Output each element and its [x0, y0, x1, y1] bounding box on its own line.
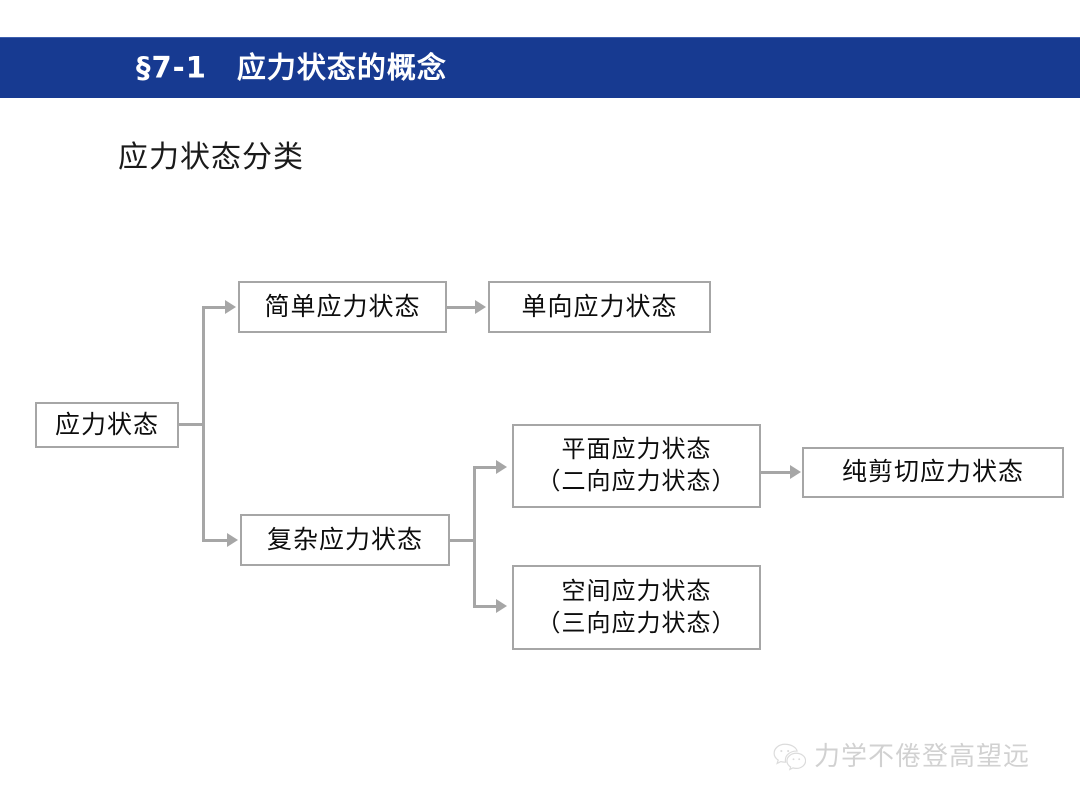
- edge-complex-to-spatial: [473, 605, 497, 608]
- arrowhead-plane-to-pure-shear: [790, 465, 801, 479]
- node-complex-stress-state[interactable]: 复杂应力状态: [240, 514, 450, 566]
- watermark-text: 力学不倦登高望远: [814, 742, 1031, 772]
- edge-complex-to-plane: [473, 466, 497, 469]
- node-uniaxial-stress-state[interactable]: 单向应力状态: [488, 281, 711, 333]
- page-title: §7-1 应力状态的概念: [136, 50, 447, 84]
- node-root[interactable]: 应力状态: [35, 402, 179, 448]
- edge-root-stub: [179, 423, 205, 426]
- arrowhead-complex-to-spatial: [496, 599, 507, 613]
- node-spatial-stress-state[interactable]: 空间应力状态 （三向应力状态）: [512, 565, 761, 650]
- edge-root-to-complex: [202, 539, 228, 542]
- arrowhead-root-to-complex: [227, 533, 238, 547]
- arrowhead-root-to-simple: [225, 300, 236, 314]
- edge-complex-trunk: [473, 466, 476, 608]
- edge-plane-to-pure-shear: [761, 471, 791, 474]
- arrowhead-simple-to-uniaxial: [475, 300, 486, 314]
- title-banner: §7-1 应力状态的概念: [0, 37, 1080, 98]
- edge-root-trunk: [202, 306, 205, 542]
- wechat-icon: [773, 743, 806, 771]
- edge-root-to-simple: [202, 306, 226, 309]
- edge-simple-to-uniaxial: [447, 306, 476, 309]
- node-plane-stress-state[interactable]: 平面应力状态 （二向应力状态）: [512, 424, 761, 508]
- watermark: 力学不倦登高望远: [772, 742, 1030, 772]
- node-simple-stress-state[interactable]: 简单应力状态: [238, 281, 447, 333]
- section-subtitle: 应力状态分类: [118, 140, 304, 175]
- edge-complex-stub: [450, 539, 476, 542]
- node-pure-shear-stress-state[interactable]: 纯剪切应力状态: [802, 447, 1064, 498]
- arrowhead-complex-to-plane: [496, 460, 507, 474]
